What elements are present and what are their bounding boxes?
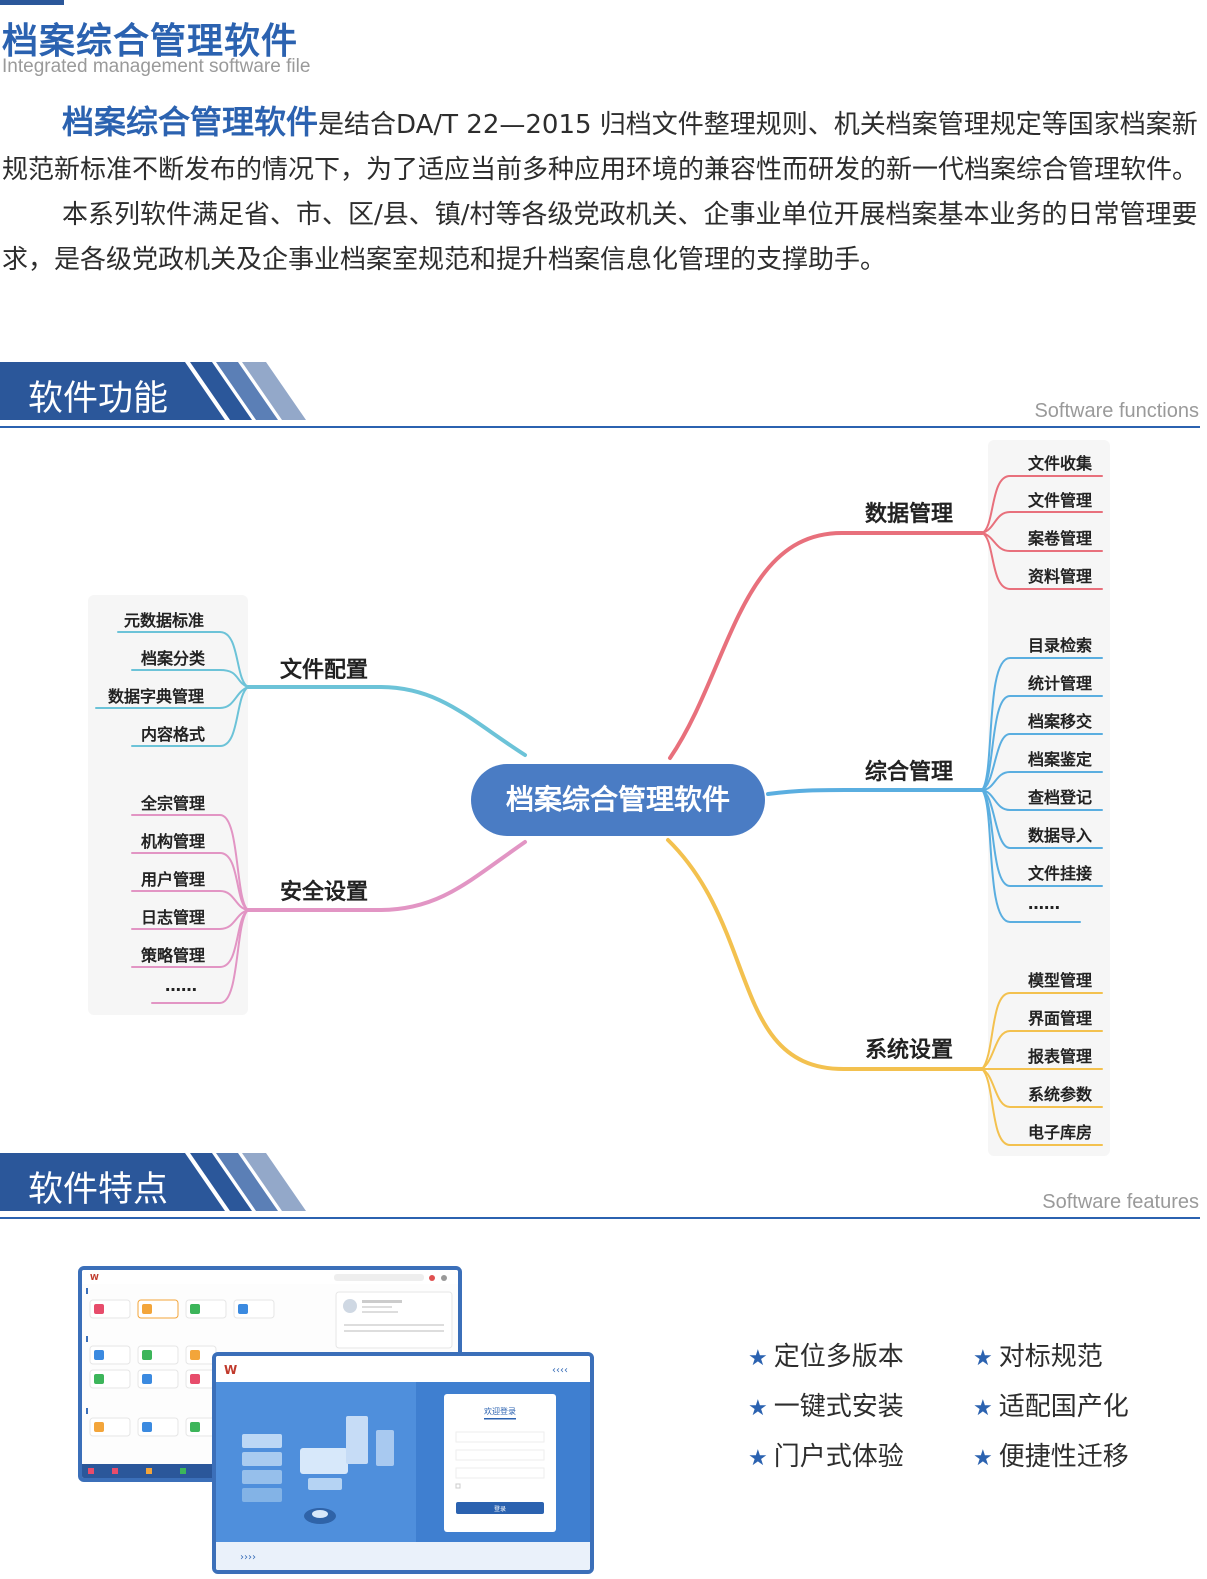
star-icon: ★: [973, 1396, 993, 1421]
leaf-item: 资料管理: [1028, 567, 1093, 586]
section-tab-shape: [0, 362, 306, 420]
feature-label: 一键式安装: [773, 1392, 904, 1422]
feature-label: 定位多版本: [773, 1342, 904, 1372]
connector-sys-settings: [666, 838, 984, 1072]
branch-security: 安全设置: [280, 880, 369, 905]
leaf-item: 电子库房: [1028, 1123, 1093, 1142]
section-en-features: Software features: [1042, 1191, 1199, 1213]
mindmap-center-node: 档案综合管理软件: [471, 764, 765, 836]
section-divider: [0, 1217, 1200, 1219]
feature-item: ★便捷性迁移: [973, 1436, 1129, 1473]
feature-list: ★定位多版本 ★一键式安装 ★门户式体验 ★对标规范 ★适配国产化 ★便捷性迁移: [748, 1336, 1188, 1506]
intro-highlight: 档案综合管理软件: [62, 103, 319, 141]
leaf-item: 统计管理: [1028, 674, 1093, 693]
mindmap-connectors: [95, 475, 1103, 1146]
leaf-item: ……: [1028, 894, 1060, 913]
branch-data-mgmt: 数据管理: [865, 502, 954, 527]
star-icon: ★: [973, 1346, 993, 1371]
leaf-item: 目录检索: [1028, 636, 1093, 655]
leaf-item: 文件管理: [1028, 491, 1093, 510]
section-tab-shape: [0, 1153, 306, 1211]
page-title: 档案综合管理软件: [2, 21, 299, 62]
feature-item: ★适配国产化: [973, 1386, 1129, 1423]
leaf-item: 报表管理: [1028, 1047, 1093, 1066]
leaf-item: 策略管理: [141, 946, 206, 965]
section-header-features: 软件特点 Software features: [0, 1153, 1207, 1223]
star-icon: ★: [748, 1396, 768, 1421]
feature-label: 便捷性迁移: [998, 1442, 1129, 1472]
login-button: 登录: [494, 1505, 506, 1513]
intro-paragraph-2: 本系列软件满足省、市、区/县、镇/村等各级党政机关、企事业单位开展档案基本业务的…: [2, 200, 1198, 275]
leaf-item: 机构管理: [141, 832, 206, 851]
feature-item: ★定位多版本: [748, 1336, 904, 1373]
feature-item: ★门户式体验: [748, 1436, 904, 1473]
login-title: 欢迎登录: [484, 1406, 516, 1416]
branch-sys-settings: 系统设置: [865, 1038, 954, 1063]
svg-text:W: W: [224, 1363, 237, 1377]
leaf-item: 档案分类: [141, 649, 206, 668]
section-divider: [0, 426, 1200, 428]
top-accent-bar: [0, 0, 64, 5]
connector-general-mgmt: [766, 788, 984, 796]
section-title-functions: 软件功能: [28, 379, 169, 419]
leaf-item: 内容格式: [141, 725, 206, 744]
leaf-item: 界面管理: [1028, 1009, 1093, 1028]
connector-data-mgmt: [668, 530, 984, 760]
star-icon: ★: [748, 1446, 768, 1471]
star-icon: ★: [973, 1446, 993, 1471]
dashboard-illustration: W: [82, 1270, 458, 1478]
login-illustration: W ‹‹‹‹ 欢迎登录 登录: [216, 1356, 590, 1570]
feature-label: 适配国产化: [998, 1392, 1129, 1422]
leaf-item: 系统参数: [1028, 1085, 1093, 1104]
leaf-item: 档案移交: [1028, 712, 1093, 731]
section-header-functions: 软件功能 Software functions: [0, 362, 1207, 432]
screenshot-login: W ‹‹‹‹ 欢迎登录 登录: [212, 1352, 594, 1574]
leaf-item: 元数据标准: [124, 611, 205, 630]
leaf-item: 案卷管理: [1028, 529, 1093, 548]
connector-file-config: [246, 685, 527, 757]
leaf-item: 数据导入: [1028, 826, 1093, 845]
svg-text:W: W: [90, 1273, 99, 1282]
connector-security: [246, 840, 527, 912]
leaf-item: 档案鉴定: [1028, 750, 1093, 769]
feature-item: ★一键式安装: [748, 1386, 904, 1423]
feature-item: ★对标规范: [973, 1336, 1103, 1373]
mindmap-left-backdrop: [88, 595, 248, 1015]
svg-text:››››: ››››: [240, 1552, 256, 1563]
section-title-features: 软件特点: [28, 1170, 169, 1210]
star-icon: ★: [748, 1346, 768, 1371]
leaf-item: 文件挂接: [1028, 864, 1093, 883]
intro-paragraph-1: 档案综合管理软件是结合DA/T 22—2015 归档文件整理规则、机关档案管理规…: [2, 100, 1202, 193]
leaf-item: 文件收集: [1028, 454, 1093, 473]
leaf-item: 数据字典管理: [108, 687, 205, 706]
intro-p1-body: 是结合DA/T 22—2015 归档文件整理规则、机关档案管理规定等国家档案新规…: [2, 110, 1199, 185]
leaf-item: 日志管理: [141, 908, 206, 927]
branch-general-mgmt: 综合管理: [865, 760, 954, 785]
function-mindmap: 档案综合管理软件 数据管理 综合管理 系统设置 文件配置 安全设置 文件收集 文…: [0, 430, 1207, 1170]
software-screenshots: W: [78, 1266, 598, 1576]
intro-text: 档案综合管理软件是结合DA/T 22—2015 归档文件整理规则、机关档案管理规…: [2, 100, 1202, 283]
branch-file-config: 文件配置: [280, 658, 369, 683]
leaf-item: 查档登记: [1028, 788, 1093, 807]
svg-text:‹‹‹‹: ‹‹‹‹: [552, 1365, 568, 1376]
leaf-item: 全宗管理: [141, 794, 206, 813]
section-en-functions: Software functions: [1034, 400, 1199, 422]
page-subtitle: Integrated management software file: [2, 56, 311, 77]
leaf-item: 用户管理: [141, 870, 206, 889]
mindmap-right-backdrop: [988, 440, 1110, 1156]
feature-label: 对标规范: [998, 1342, 1103, 1372]
feature-label: 门户式体验: [773, 1442, 904, 1472]
leaf-item: 模型管理: [1028, 971, 1093, 990]
leaf-item: ……: [165, 976, 197, 995]
server-stack-icon: [242, 1416, 394, 1524]
